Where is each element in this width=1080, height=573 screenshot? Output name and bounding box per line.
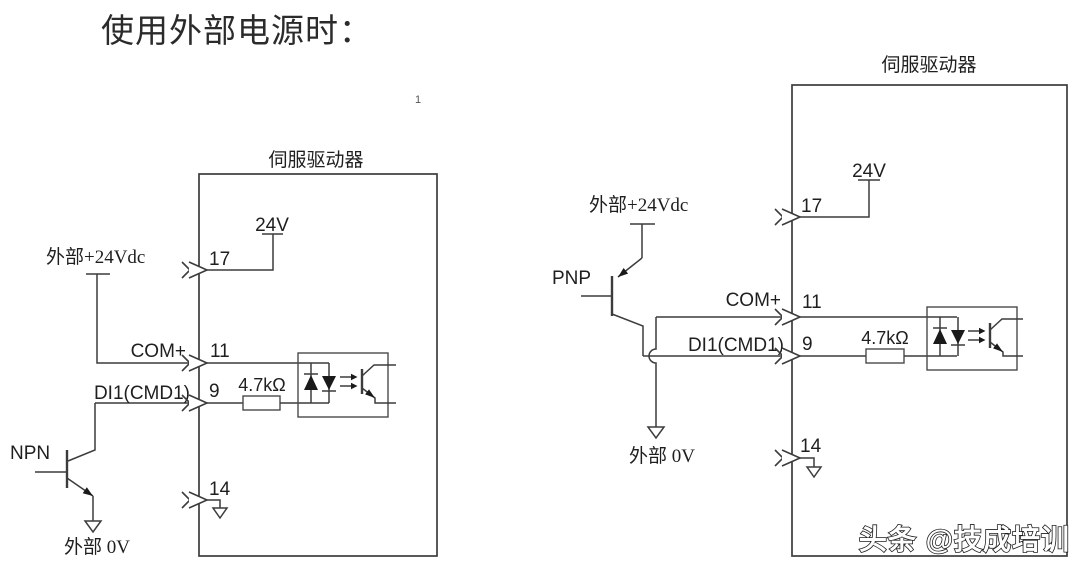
chevron-small-icon — [181, 491, 192, 509]
external-ground-icon — [646, 426, 666, 440]
terminal-9-label: 9 — [802, 334, 813, 355]
com-wire-label: COM+ — [131, 341, 186, 362]
external-ground-label: 外部 0V — [629, 445, 695, 467]
chevron-big-icon — [188, 394, 209, 412]
di1-wire-label: DI1(CMD1) — [94, 383, 190, 404]
light-arrow-bottom-head-icon — [979, 336, 986, 344]
chevron-small-icon — [774, 449, 785, 467]
chevron-big-icon — [781, 208, 802, 226]
servo-drive-box — [198, 173, 438, 557]
led-up-icon — [933, 329, 947, 344]
terminal-14-label: 14 — [209, 479, 231, 500]
light-arrow-top-head-icon — [979, 327, 986, 335]
servo-drive-box — [791, 84, 1068, 557]
chevron-small-icon — [774, 208, 785, 226]
chevron-big-icon — [781, 308, 802, 326]
optocoupler — [297, 352, 396, 418]
terminal-17-connector — [774, 208, 802, 226]
resistor-label: 4.7kΩ — [238, 375, 285, 395]
external-supply-label: 外部+24Vdc — [589, 194, 688, 216]
terminal-9-connector — [181, 394, 209, 412]
phototransistor-emitter — [361, 387, 396, 404]
chevron-small-icon — [181, 261, 192, 279]
npn-collector-wire — [67, 403, 96, 462]
internal-24v-label: 24V — [255, 215, 289, 236]
pnp-label: PNP — [552, 268, 591, 289]
watermark: 头条 @技成培训 — [858, 523, 1070, 556]
com-wire-label: COM+ — [726, 290, 781, 311]
terminal-9-label: 9 — [209, 381, 220, 402]
led-down-icon — [322, 376, 336, 390]
internal-24v-label: 24V — [852, 161, 886, 182]
resistor — [865, 348, 905, 364]
npn-emitter-arrow-icon — [82, 487, 93, 496]
terminal-11-label: 11 — [210, 341, 230, 362]
terminal14-ground-icon — [211, 507, 229, 520]
optocoupler-box — [297, 352, 389, 418]
terminal-17-connector — [181, 261, 209, 279]
optocoupler-box — [926, 306, 1018, 371]
di1-wire-label: DI1(CMD1) — [688, 335, 784, 356]
chevron-big-icon — [188, 491, 209, 509]
pnp-diagram: 伺服驱动器 24V 外部+24Vdc PNP 外部 0V — [552, 54, 1068, 557]
page-number: 1 — [415, 94, 422, 106]
light-arrow-bottom-head-icon — [351, 382, 358, 390]
wire-com-to-ground — [648, 317, 657, 427]
pnp-transistor: PNP — [552, 257, 644, 356]
wire-terminal14-ground — [207, 499, 221, 508]
phototransistor-emitter-arrow-icon — [365, 389, 375, 398]
phototransistor-emitter-arrow-icon — [993, 343, 1003, 352]
terminal14-ground-icon — [805, 466, 823, 479]
terminal-14-connector — [181, 491, 209, 509]
pnp-emitter-arrow-icon — [618, 268, 629, 277]
servo-drive-label: 伺服驱动器 — [881, 54, 976, 76]
chevron-big-icon — [188, 261, 209, 279]
light-arrow-top-head-icon — [351, 373, 358, 381]
phototransistor — [988, 318, 1023, 357]
led-down-icon — [951, 330, 965, 344]
pnp-collector-wire — [611, 313, 644, 356]
wire-terminal17-to-24v — [207, 234, 274, 271]
led-up-icon — [304, 375, 318, 390]
external-ground-icon — [83, 520, 103, 534]
npn-transistor: NPN 外部 0V — [10, 403, 130, 558]
wire-terminal17-to-24v — [800, 180, 870, 218]
npn-diagram: 伺服驱动器 24V 外部+24Vdc 4.7kΩ COM+ DI1(CMD1) — [10, 149, 438, 558]
phototransistor — [360, 364, 396, 404]
phototransistor-collector — [989, 318, 1023, 331]
external-ground-label: 外部 0V — [64, 536, 130, 558]
resistor-label: 4.7kΩ — [861, 328, 908, 348]
chevron-big-icon — [781, 449, 802, 467]
chevron-big-icon — [781, 347, 802, 365]
terminal-11-label: 11 — [802, 292, 822, 313]
external-supply-label: 外部+24Vdc — [46, 246, 145, 268]
npn-label: NPN — [10, 443, 50, 464]
terminal-11-connector — [181, 354, 209, 372]
chevron-big-icon — [188, 354, 209, 372]
terminal-9-connector — [774, 347, 802, 365]
terminal-17-label: 17 — [209, 249, 230, 270]
resistor — [242, 395, 281, 411]
terminal-11-connector — [774, 308, 802, 326]
page-title: 使用外部电源时： — [101, 14, 373, 50]
wire-external-supply-to-com — [96, 274, 207, 364]
optocoupler — [926, 306, 1023, 371]
servo-drive-label: 伺服驱动器 — [268, 149, 363, 171]
terminal-17-label: 17 — [801, 196, 822, 217]
terminal-14-label: 14 — [800, 436, 822, 457]
phototransistor-collector — [361, 364, 396, 377]
terminal-14-connector — [774, 449, 802, 467]
wire-terminal14-ground — [800, 457, 815, 467]
